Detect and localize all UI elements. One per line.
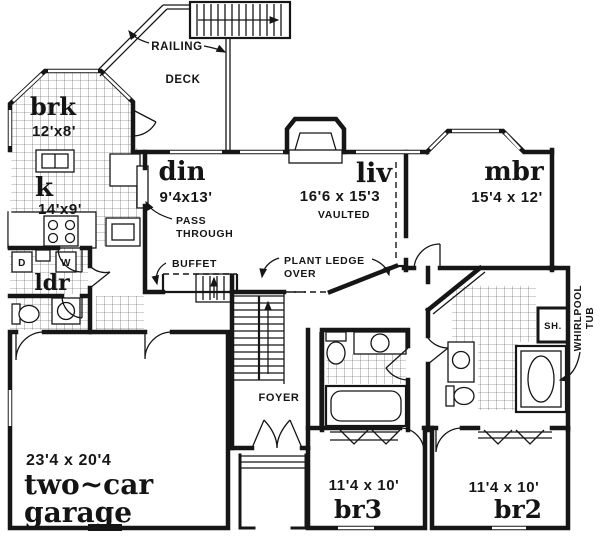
fireplace xyxy=(284,116,347,155)
garage-name-line1: two~car xyxy=(24,468,154,501)
breakfast-dims: 12'x8' xyxy=(32,123,76,140)
whirlpool-arrow xyxy=(558,351,581,382)
pass-through-label-line2: THROUGH xyxy=(176,228,233,240)
sink xyxy=(451,350,471,370)
railing-callout-arrow-right xyxy=(203,44,227,53)
kitchen-name: k xyxy=(35,173,54,203)
dryer xyxy=(11,251,33,273)
pass-through-counter xyxy=(136,165,149,209)
bedroom2-closet-doors xyxy=(483,429,545,445)
buffet-niche xyxy=(161,274,239,294)
walls xyxy=(7,68,571,531)
kitchen-fixtures xyxy=(7,149,149,249)
garage-name-line2: garage xyxy=(24,496,132,529)
living-vaulted-note: VAULTED xyxy=(318,209,370,221)
shower-stall xyxy=(536,306,570,344)
whirlpool-label-line2: TUB xyxy=(585,307,596,329)
refrigerator xyxy=(109,153,141,187)
main-bath-fixtures xyxy=(324,331,408,428)
sink xyxy=(56,301,76,321)
plant-ledge-arrow-right xyxy=(371,258,391,277)
pass-through-label-line1: PASS xyxy=(176,215,206,227)
whirlpool-label-line1: WHIRLPOOL xyxy=(573,285,584,352)
garage-walls xyxy=(7,329,231,531)
bedroom2-dims: 11'4 x 10' xyxy=(469,479,540,496)
laundry-name: ldr xyxy=(34,270,70,296)
pass-through-arrow xyxy=(145,200,173,220)
master-bedroom-name: mbr xyxy=(484,157,544,187)
interior-stairs xyxy=(195,273,285,384)
plant-ledge-label-line1: PLANT LEDGE xyxy=(284,255,365,267)
main-bath-walls xyxy=(319,327,411,433)
windows xyxy=(8,69,526,530)
toilet xyxy=(325,331,347,342)
kitchen-dims: 14'x9' xyxy=(38,201,82,218)
powder-room-fixtures xyxy=(11,297,81,325)
door-swings xyxy=(15,109,463,453)
master-bedroom-dims: 15'4 x 12' xyxy=(471,189,543,206)
master-bedroom-door xyxy=(413,243,441,269)
shower-label: SH. xyxy=(544,321,562,332)
walk-in-closet-wall xyxy=(424,264,484,314)
sink xyxy=(370,333,390,353)
buffet-arrow xyxy=(151,262,167,286)
deck-label: DECK xyxy=(166,74,201,86)
toilet xyxy=(445,385,455,407)
laundry-walls xyxy=(7,245,93,335)
dashed-lines xyxy=(163,162,397,293)
dryer-label: D xyxy=(18,258,26,269)
foyer-label: FOYER xyxy=(259,392,300,404)
living-name: liv xyxy=(356,158,394,189)
washer xyxy=(55,251,77,273)
garage-dims: 23'4 x 20'4 xyxy=(26,452,111,469)
plant-ledge-label-line2: OVER xyxy=(284,268,316,280)
bedroom2-name: br2 xyxy=(494,495,542,524)
bedroom3-dims: 11'4 x 10' xyxy=(329,477,400,494)
porch-steps xyxy=(240,455,306,469)
railing-label: RAILING xyxy=(151,41,202,53)
front-double-door xyxy=(251,419,303,449)
dining-dims: 9'4x13' xyxy=(159,189,212,206)
porch-walls xyxy=(238,453,308,530)
master-bath-fixtures xyxy=(424,264,570,414)
living-dims: 16'6 x 15'3 xyxy=(300,188,380,205)
annotation-arrows xyxy=(145,200,581,382)
buffet-label: BUFFET xyxy=(172,258,217,270)
plant-ledge-arrow-left xyxy=(259,257,280,279)
bedroom3-name: br3 xyxy=(334,495,382,524)
railing-callout-arrow-left xyxy=(128,29,150,44)
deck-area xyxy=(95,0,292,150)
dining-name: din xyxy=(159,157,206,187)
bedroom3-closet-doors xyxy=(339,429,401,445)
washer-label: W xyxy=(61,258,71,269)
labels: RAILING DECK brk 12'x8' k 14'x9' din 9'4… xyxy=(18,41,596,529)
breakfast-name: brk xyxy=(30,92,77,121)
